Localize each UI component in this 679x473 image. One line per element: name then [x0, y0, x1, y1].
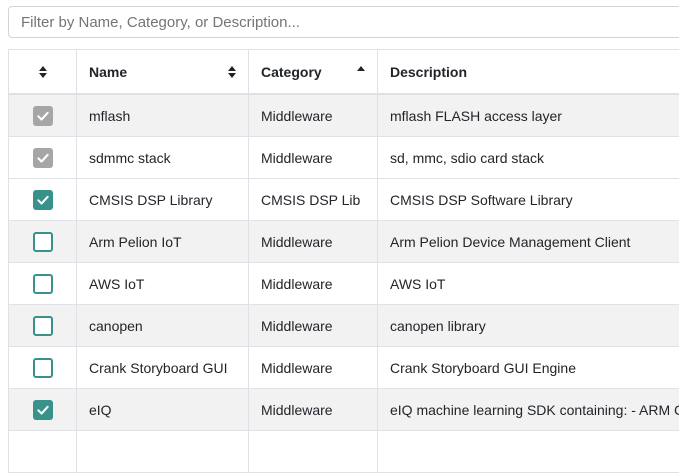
description-cell: AWS IoT — [378, 263, 679, 305]
sort-both-icon — [39, 66, 47, 78]
name-cell: canopen — [77, 305, 249, 347]
sort-both-icon — [228, 66, 236, 78]
select-cell — [9, 137, 77, 179]
row-checkbox[interactable] — [33, 400, 53, 420]
name-cell: Crank Storyboard GUI — [77, 347, 249, 389]
row-checkbox[interactable] — [33, 190, 53, 210]
column-label-name: Name — [89, 64, 127, 80]
description-cell: CMSIS DSP Software Library — [378, 179, 679, 221]
description-cell: mflash FLASH access layer — [378, 94, 679, 137]
table-row-partial — [9, 431, 679, 473]
name-cell: AWS IoT — [77, 263, 249, 305]
category-cell: Middleware — [249, 94, 378, 137]
name-cell: mflash — [77, 94, 249, 137]
column-label-category: Category — [261, 64, 322, 80]
select-cell — [9, 347, 77, 389]
column-header-category[interactable]: Category — [249, 50, 378, 95]
row-checkbox[interactable] — [33, 232, 53, 252]
description-cell: Crank Storyboard GUI Engine — [378, 347, 679, 389]
checkmark-icon — [36, 151, 50, 165]
select-cell — [9, 179, 77, 221]
select-cell — [9, 389, 77, 431]
row-checkbox — [33, 148, 53, 168]
category-cell: CMSIS DSP Lib — [249, 179, 378, 221]
header-row: Name Category — [9, 50, 679, 95]
description-cell: sd, mmc, sdio card stack — [378, 137, 679, 179]
column-header-select[interactable] — [9, 50, 77, 95]
name-cell: sdmmc stack — [77, 137, 249, 179]
components-table: Name Category — [8, 49, 679, 473]
checkmark-icon — [36, 193, 50, 207]
sort-ascending-icon — [357, 66, 365, 78]
checkmark-icon — [36, 109, 50, 123]
description-cell: Arm Pelion Device Management Client — [378, 221, 679, 263]
empty-cell — [378, 431, 679, 473]
name-cell: eIQ — [77, 389, 249, 431]
select-cell — [9, 94, 77, 137]
filter-input[interactable] — [8, 6, 679, 38]
select-cell — [9, 221, 77, 263]
description-cell: eIQ machine learning SDK containing: - A… — [378, 389, 679, 431]
row-checkbox[interactable] — [33, 358, 53, 378]
row-checkbox[interactable] — [33, 316, 53, 336]
column-header-name[interactable]: Name — [77, 50, 249, 95]
category-cell: Middleware — [249, 347, 378, 389]
name-cell: CMSIS DSP Library — [77, 179, 249, 221]
category-cell: Middleware — [249, 305, 378, 347]
category-cell: Middleware — [249, 137, 378, 179]
description-cell: canopen library — [378, 305, 679, 347]
checkmark-icon — [36, 403, 50, 417]
column-header-description[interactable]: Description — [378, 50, 679, 95]
select-cell — [9, 305, 77, 347]
column-label-description: Description — [390, 64, 467, 80]
category-cell: Middleware — [249, 221, 378, 263]
category-cell: Middleware — [249, 389, 378, 431]
row-checkbox[interactable] — [33, 274, 53, 294]
category-cell: Middleware — [249, 263, 378, 305]
name-cell: Arm Pelion IoT — [77, 221, 249, 263]
select-cell — [9, 431, 77, 473]
select-cell — [9, 263, 77, 305]
row-checkbox — [33, 106, 53, 126]
empty-cell — [77, 431, 249, 473]
empty-cell — [249, 431, 378, 473]
